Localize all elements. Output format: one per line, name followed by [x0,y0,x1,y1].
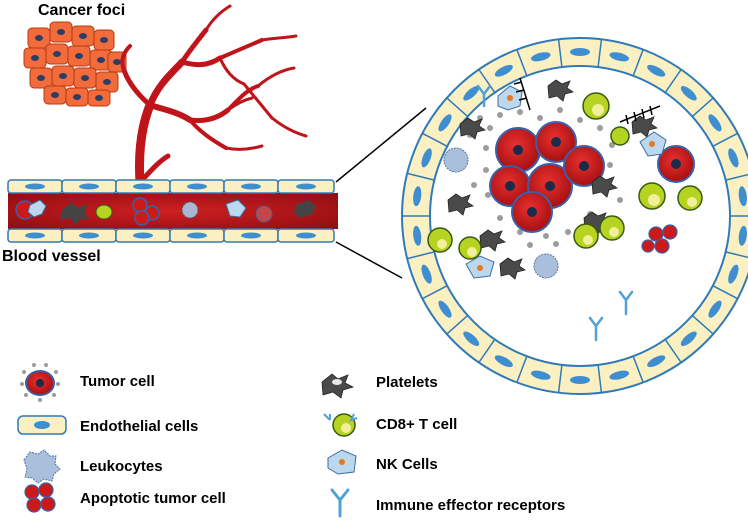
legend-endothelial-icon [17,415,67,435]
ring-nucleus [680,331,697,347]
ring-nucleus [463,331,480,347]
ring-segment-divider [725,173,748,181]
ring-nucleus [438,300,452,318]
ring-segment-divider [446,314,469,335]
ring-nucleus [570,376,590,384]
cd8-t-cells-magnified [427,92,703,260]
ring-segment-divider [516,49,528,77]
legend-nk-label: NK Cells [376,456,438,473]
ring-nucleus [708,300,722,318]
ring-segment-divider [478,339,496,363]
ring-nucleus [530,370,551,380]
ring-nucleus [738,186,747,207]
cancer-foci-label: Cancer foci [38,2,126,19]
ring-nucleus [647,355,666,368]
ring-segment-divider [712,285,738,300]
blood-vessel-label: Blood vessel [2,248,101,265]
ring-nucleus [421,148,432,168]
ring-nucleus [421,264,432,284]
vessel-inner-cells [15,197,316,226]
ring-nucleus [494,64,513,77]
legend-tumor-cell-label: Tumor cell [80,373,155,390]
legend-tumor-cell-icon [20,363,60,402]
ring-nucleus [708,114,722,132]
ring-nucleus [494,355,513,368]
ring-segment-divider [664,69,682,93]
ring-nucleus [570,48,590,56]
legend-platelets-label: Platelets [376,374,438,391]
ring-segment-divider [597,364,603,393]
legend-apoptotic-label: Apoptotic tumor cell [80,490,226,507]
legend-leukocytes-label: Leukocytes [80,458,163,475]
ring-segment-divider [557,39,563,68]
ring-nucleus [413,186,422,207]
legend-receptors-label: Immune effector receptors [376,497,566,514]
legend-icons [17,363,358,518]
ring-nucleus [413,225,422,246]
legend-platelet-icon [321,373,355,399]
receptors-magnified [476,84,634,342]
cancer-foci-cluster [23,21,127,107]
ring-segment-divider [664,339,682,363]
legend-leukocyte-icon [23,449,61,484]
ring-segment-divider [691,97,714,118]
ring-segment-divider [478,69,496,93]
ring-segment-divider [406,251,435,260]
ring-segment-divider [557,364,563,393]
ring-segment-divider [516,355,528,383]
magnified-vessel-section [401,37,748,395]
zoom-lines [335,107,427,279]
ring-nucleus [728,148,739,168]
ring-nucleus [647,64,666,77]
ring-nucleus [609,52,630,62]
ring-nucleus [680,85,697,101]
platelets-magnified [447,79,658,280]
ring-nucleus [530,52,551,62]
blood-vessel [7,179,338,243]
ring-segment-divider [691,314,714,335]
endothelial-ring-nuclei [413,48,747,384]
legend-receptor-icon [330,488,350,518]
legend-endothelial-label: Endothelial cells [80,418,199,435]
ring-segment-divider [446,97,469,118]
ring-segment-divider [632,49,644,77]
leukocytes-magnified [443,147,559,279]
ring-nucleus [438,114,452,132]
ring-nucleus [728,264,739,284]
ring-nucleus [463,85,480,101]
ring-nucleus [738,225,747,246]
legend-cd8-icon [323,413,358,437]
endothelial-ring [402,39,748,393]
apoptotic-cells-magnified [641,224,678,254]
legend-apoptotic-icon [24,482,56,513]
ring-segment-divider [422,285,448,300]
ring-segment-divider [597,39,603,68]
legend-nk-icon [327,449,357,475]
tumor-cluster [467,107,695,248]
ring-segment-divider [422,132,448,147]
ring-segment-divider [712,132,738,147]
branching-vessel [120,4,308,187]
ring-segment-divider [406,172,435,181]
legend-cd8-label: CD8+ T cell [376,416,458,433]
ring-segment-divider [725,251,748,259]
inhibitory-marks [513,77,661,125]
ring-nucleus [609,370,630,380]
ring-segment-divider [632,355,644,383]
